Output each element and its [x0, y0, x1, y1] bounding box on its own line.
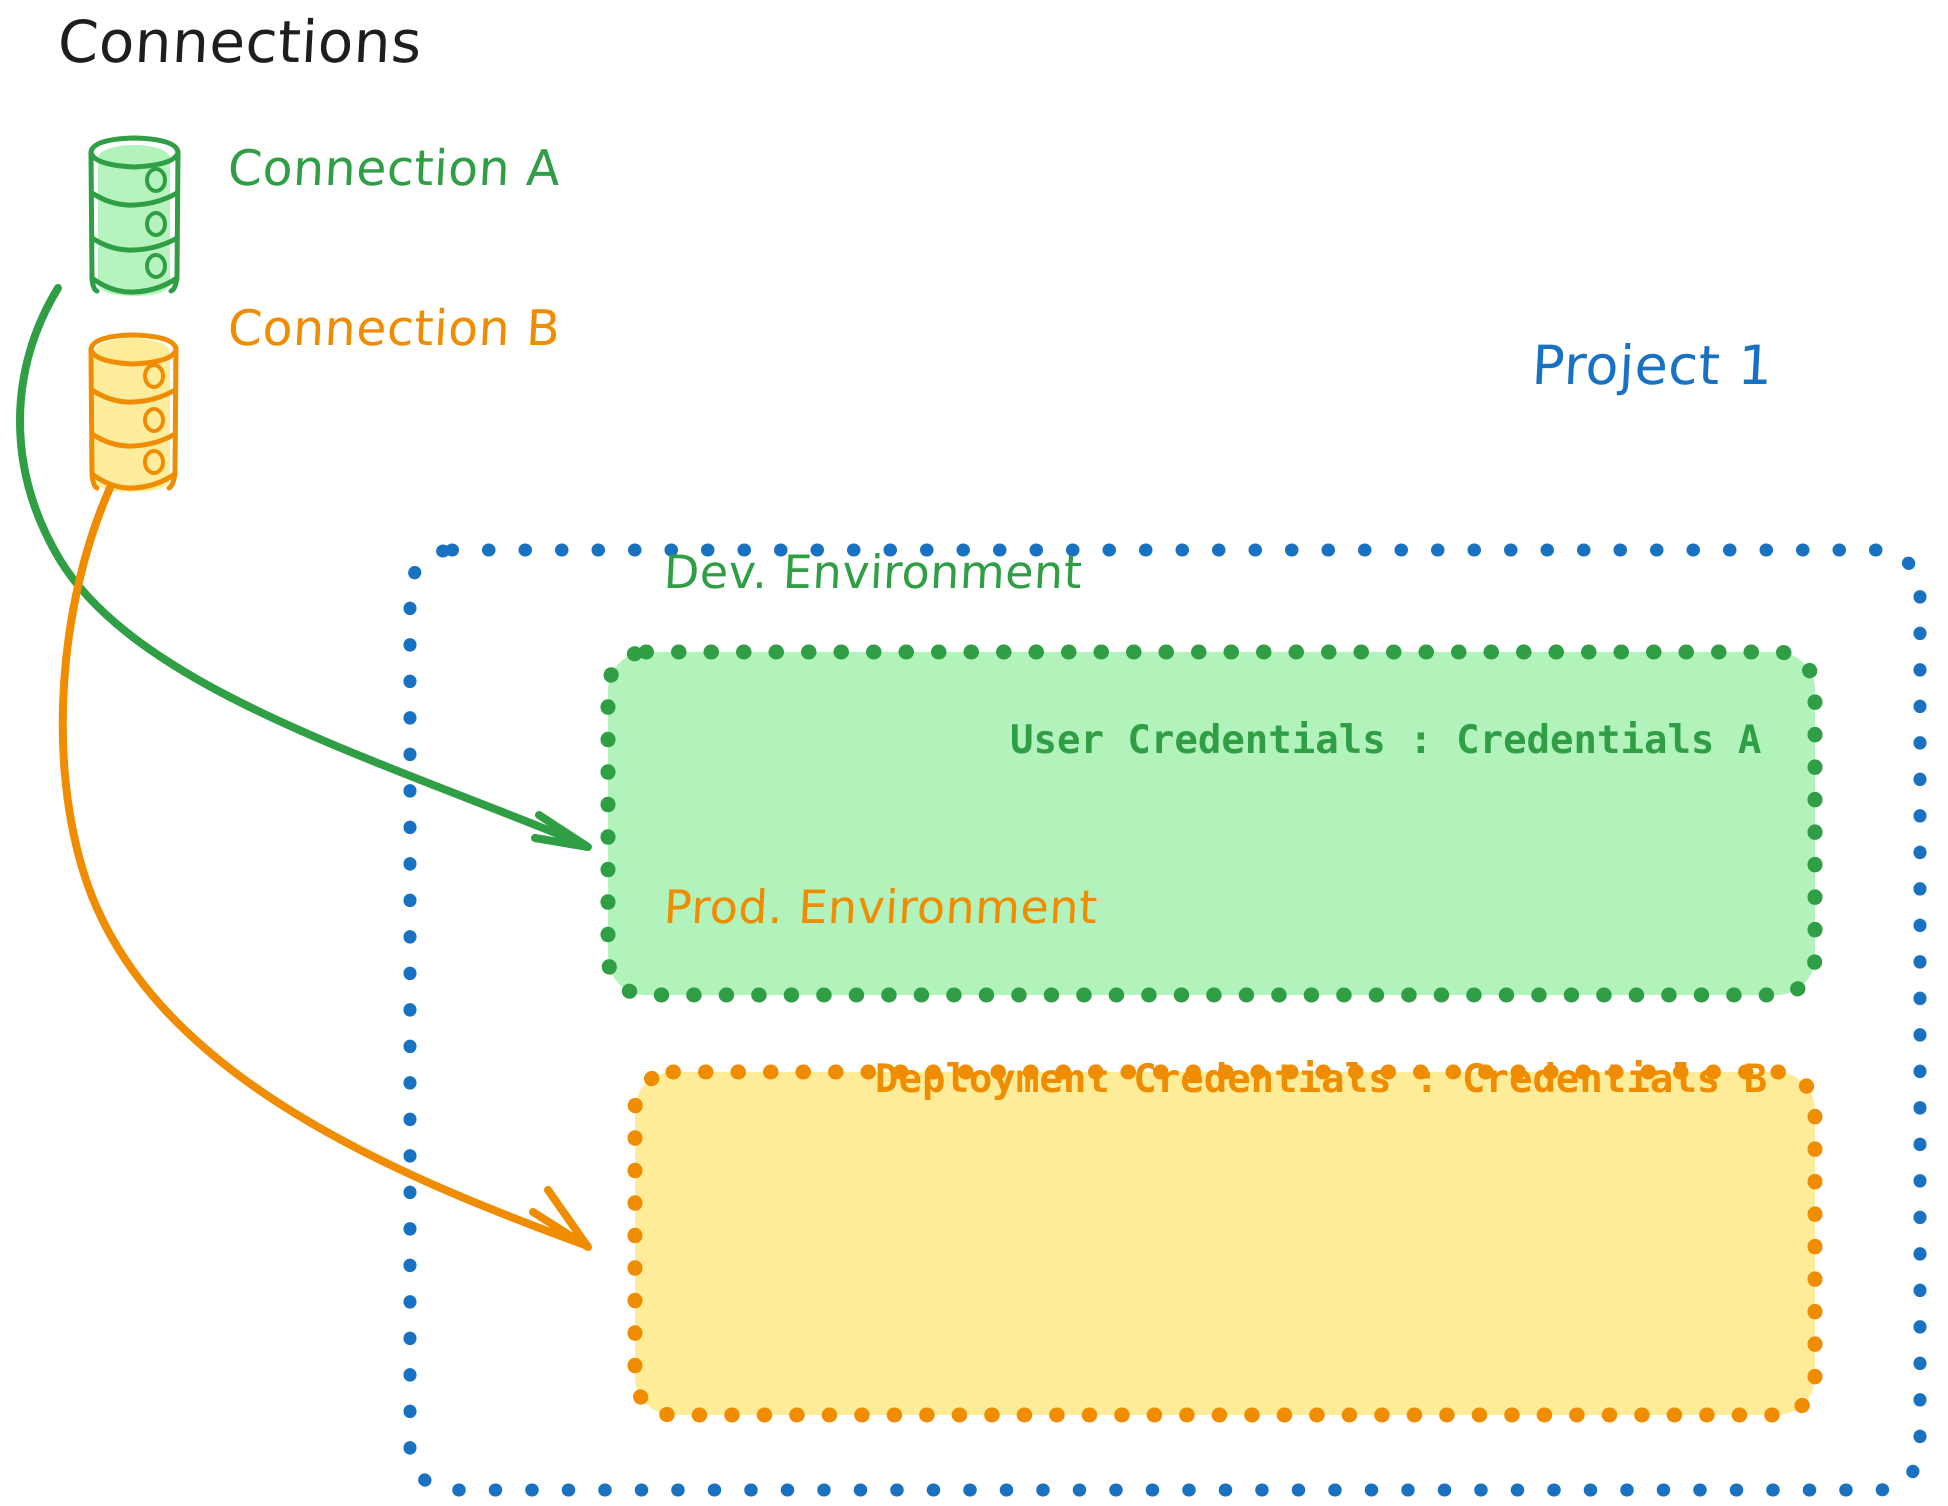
cylinder-b-indicator-2 — [143, 407, 165, 433]
dev-environment-fill — [608, 652, 1815, 995]
arrow-connection-a-to-dev — [16, 284, 592, 851]
arrow-green-path — [16, 284, 589, 849]
prod-environment-box[interactable] — [627, 1064, 1823, 1423]
database-cylinder-icon-connection-a[interactable] — [88, 135, 181, 296]
cylinder-b-bottom-curve — [89, 471, 178, 491]
connection-a-label[interactable]: Connection A — [226, 140, 562, 197]
dev-environment-dotted-border — [600, 644, 1823, 1003]
cylinder-a-divider-2 — [89, 235, 180, 253]
cylinder-b-right-edge — [166, 345, 179, 491]
dev-environment-title: Dev. Environment — [662, 545, 1084, 599]
prod-environment-fill — [635, 1072, 1815, 1415]
database-cylinder-icon-connection-b[interactable] — [88, 332, 179, 492]
cylinder-b-indicator-1 — [143, 363, 165, 389]
cylinder-a-right-edge — [168, 149, 181, 294]
cylinder-a-left-edge — [88, 150, 100, 294]
cylinder-b-top-fill — [94, 338, 170, 366]
prod-environment-credentials: Deployment Credentials : Credentials B — [875, 1057, 1768, 1102]
arrow-green-head — [531, 811, 592, 851]
cylinder-a-indicator-2 — [145, 211, 167, 237]
dev-environment-box[interactable] — [600, 644, 1823, 1003]
arrow-connection-b-to-prod — [58, 484, 592, 1251]
project-title: Project 1 — [1530, 334, 1775, 397]
cylinder-b-divider-2 — [89, 431, 178, 449]
cylinder-a-indicator-3 — [145, 253, 167, 279]
prod-environment-dotted-border — [627, 1064, 1823, 1423]
arrow-orange-path — [58, 484, 589, 1249]
connection-b-label[interactable]: Connection B — [226, 300, 562, 357]
cylinder-b-top-ellipse — [88, 332, 179, 367]
cylinder-a-divider-1 — [89, 190, 180, 208]
cylinder-a-bottom-curve — [89, 275, 180, 295]
cylinder-b-indicator-3 — [143, 449, 165, 475]
arrow-orange-head — [529, 1186, 592, 1251]
prod-environment-title: Prod. Environment — [662, 880, 1100, 934]
page-title: Connections — [56, 8, 424, 76]
cylinder-a-indicator-1 — [145, 167, 167, 193]
dev-environment-credentials: User Credentials : Credentials A — [1010, 718, 1762, 763]
cylinder-b-divider-1 — [89, 387, 178, 405]
cylinder-a-body-fill — [98, 158, 170, 296]
cylinder-a-top-ellipse — [88, 135, 181, 170]
